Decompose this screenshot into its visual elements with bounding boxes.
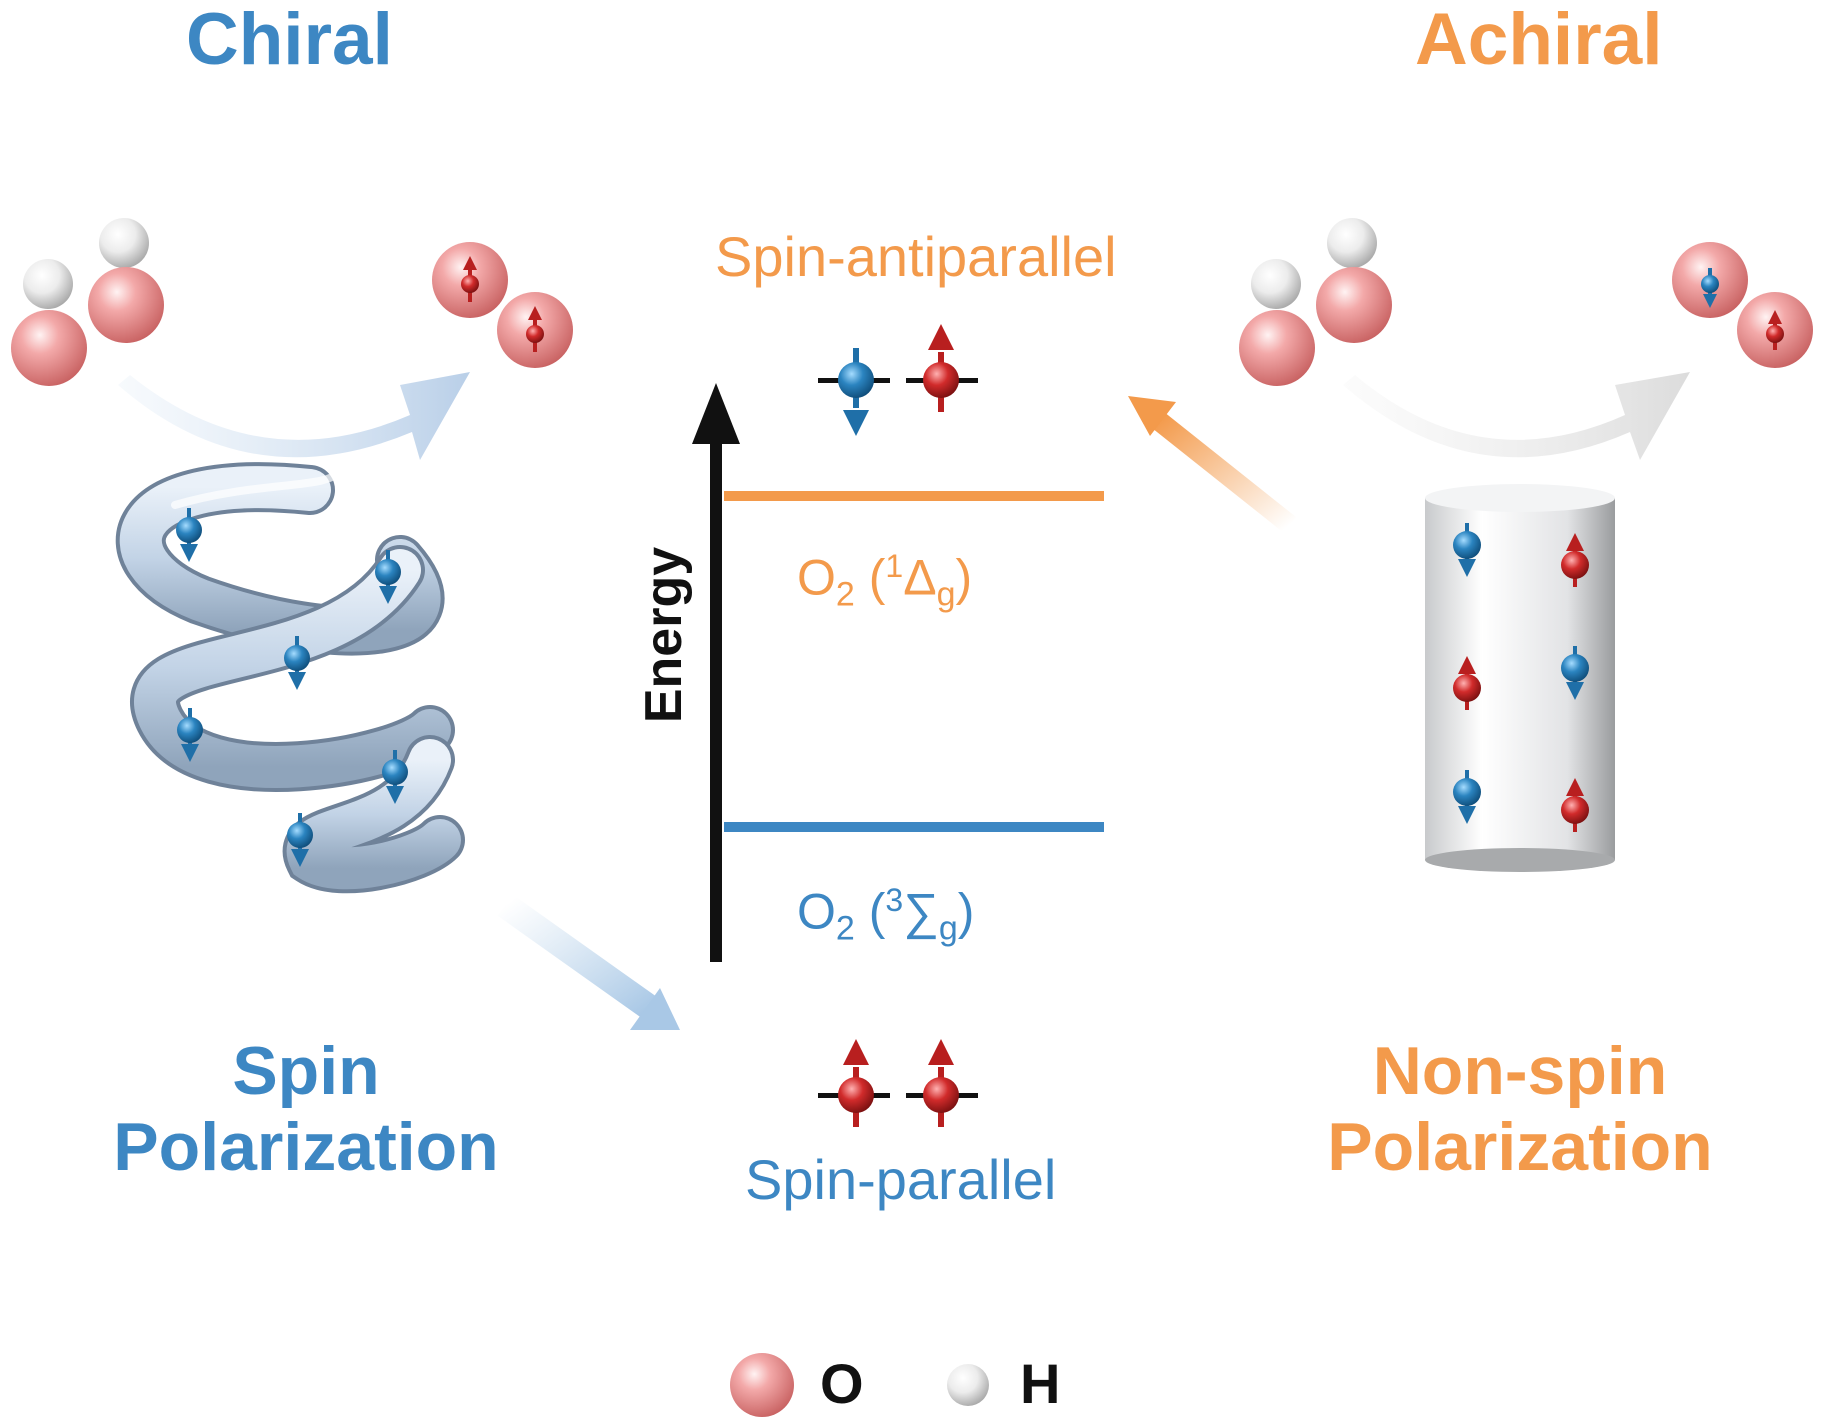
antiparallel-spin-pair-icon xyxy=(818,324,978,436)
oxygen-molecule-spin-parallel-icon xyxy=(432,242,573,368)
chiral-helix-icon xyxy=(115,462,465,894)
singlet-term-close: ) xyxy=(955,549,973,606)
parallel-spin-pair-icon xyxy=(818,1039,978,1127)
cylinder-spin-markers xyxy=(1453,523,1589,832)
singlet-energy-level xyxy=(724,491,1104,501)
hydrogen-atom-icon xyxy=(947,1364,989,1406)
singlet-oxygen-state-label: O2 (1Δg) xyxy=(797,548,972,615)
singlet-term-open: ( xyxy=(868,549,886,606)
oxygen-atom-icon xyxy=(730,1353,794,1417)
energy-axis-label: Energy xyxy=(635,546,693,724)
spin-antiparallel-pathway-arrow xyxy=(1128,396,1297,533)
spin-parallel-label: Spin-parallel xyxy=(745,1148,1057,1211)
triplet-oxygen-state-label: O2 (3∑g) xyxy=(797,882,974,949)
triplet-molecule: O xyxy=(797,883,836,940)
triplet-term-symbol: ∑ xyxy=(903,883,939,940)
achiral-heading: Achiral xyxy=(1415,0,1663,80)
singlet-term-symbol: Δ xyxy=(903,549,937,606)
spin-parallel-pathway-arrow xyxy=(497,894,680,1030)
triplet-molecule-subscript: 2 xyxy=(835,909,855,948)
triplet-term-subscript: g xyxy=(938,909,958,948)
water-molecule-icon xyxy=(11,218,164,386)
singlet-multiplicity: 1 xyxy=(885,548,904,584)
legend-oxygen-label: O xyxy=(820,1352,864,1415)
singlet-molecule-subscript: 2 xyxy=(835,575,855,614)
non-spin-polarization-line2: Polarization xyxy=(1327,1109,1713,1186)
non-spin-polarization-line1: Non-spin xyxy=(1372,1033,1668,1109)
singlet-molecule: O xyxy=(797,549,836,606)
oxygen-molecule-spin-antiparallel-icon xyxy=(1672,242,1813,368)
spin-polarization-line2: Polarization xyxy=(113,1109,499,1186)
legend-hydrogen-label: H xyxy=(1020,1352,1061,1415)
achiral-reaction-arrow xyxy=(1343,372,1690,460)
spin-polarization-line1: Spin xyxy=(232,1033,380,1109)
singlet-term-subscript: g xyxy=(936,575,956,614)
triplet-term-open: ( xyxy=(868,883,886,940)
energy-axis xyxy=(692,383,740,962)
triplet-term-close: ) xyxy=(957,883,975,940)
triplet-energy-level xyxy=(724,822,1104,832)
spin-polarization-caption: Spin Polarization xyxy=(86,1033,526,1185)
water-molecule-icon-right xyxy=(1239,218,1392,386)
chiral-heading: Chiral xyxy=(186,0,393,80)
chiral-reaction-arrow xyxy=(118,372,470,460)
triplet-multiplicity: 3 xyxy=(885,882,904,918)
non-spin-polarization-caption: Non-spin Polarization xyxy=(1300,1033,1740,1185)
spin-antiparallel-label: Spin-antiparallel xyxy=(715,225,1117,288)
helix-spin-down-markers xyxy=(176,508,408,867)
